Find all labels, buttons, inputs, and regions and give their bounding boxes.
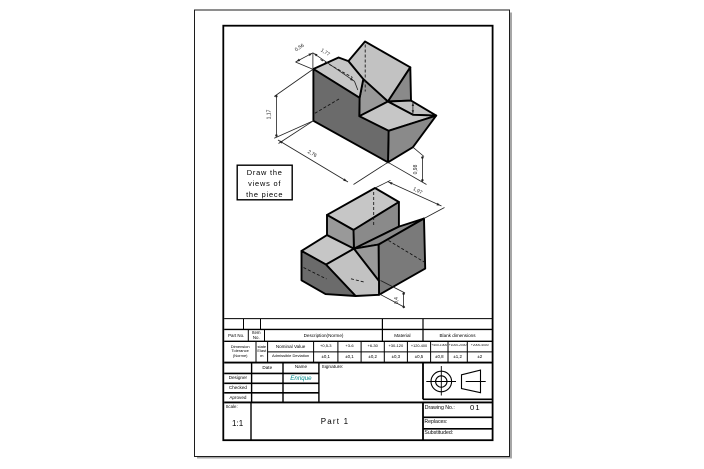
svg-text:1,17: 1,17 xyxy=(267,109,273,119)
svg-text:2,76: 2,76 xyxy=(306,149,318,159)
svg-text:1,97: 1,97 xyxy=(412,186,424,196)
svg-text:0,56: 0,56 xyxy=(294,43,306,53)
svg-text:1,77: 1,77 xyxy=(319,47,331,57)
svg-text:0,4: 0,4 xyxy=(394,297,400,304)
svg-text:0,98: 0,98 xyxy=(413,164,419,174)
